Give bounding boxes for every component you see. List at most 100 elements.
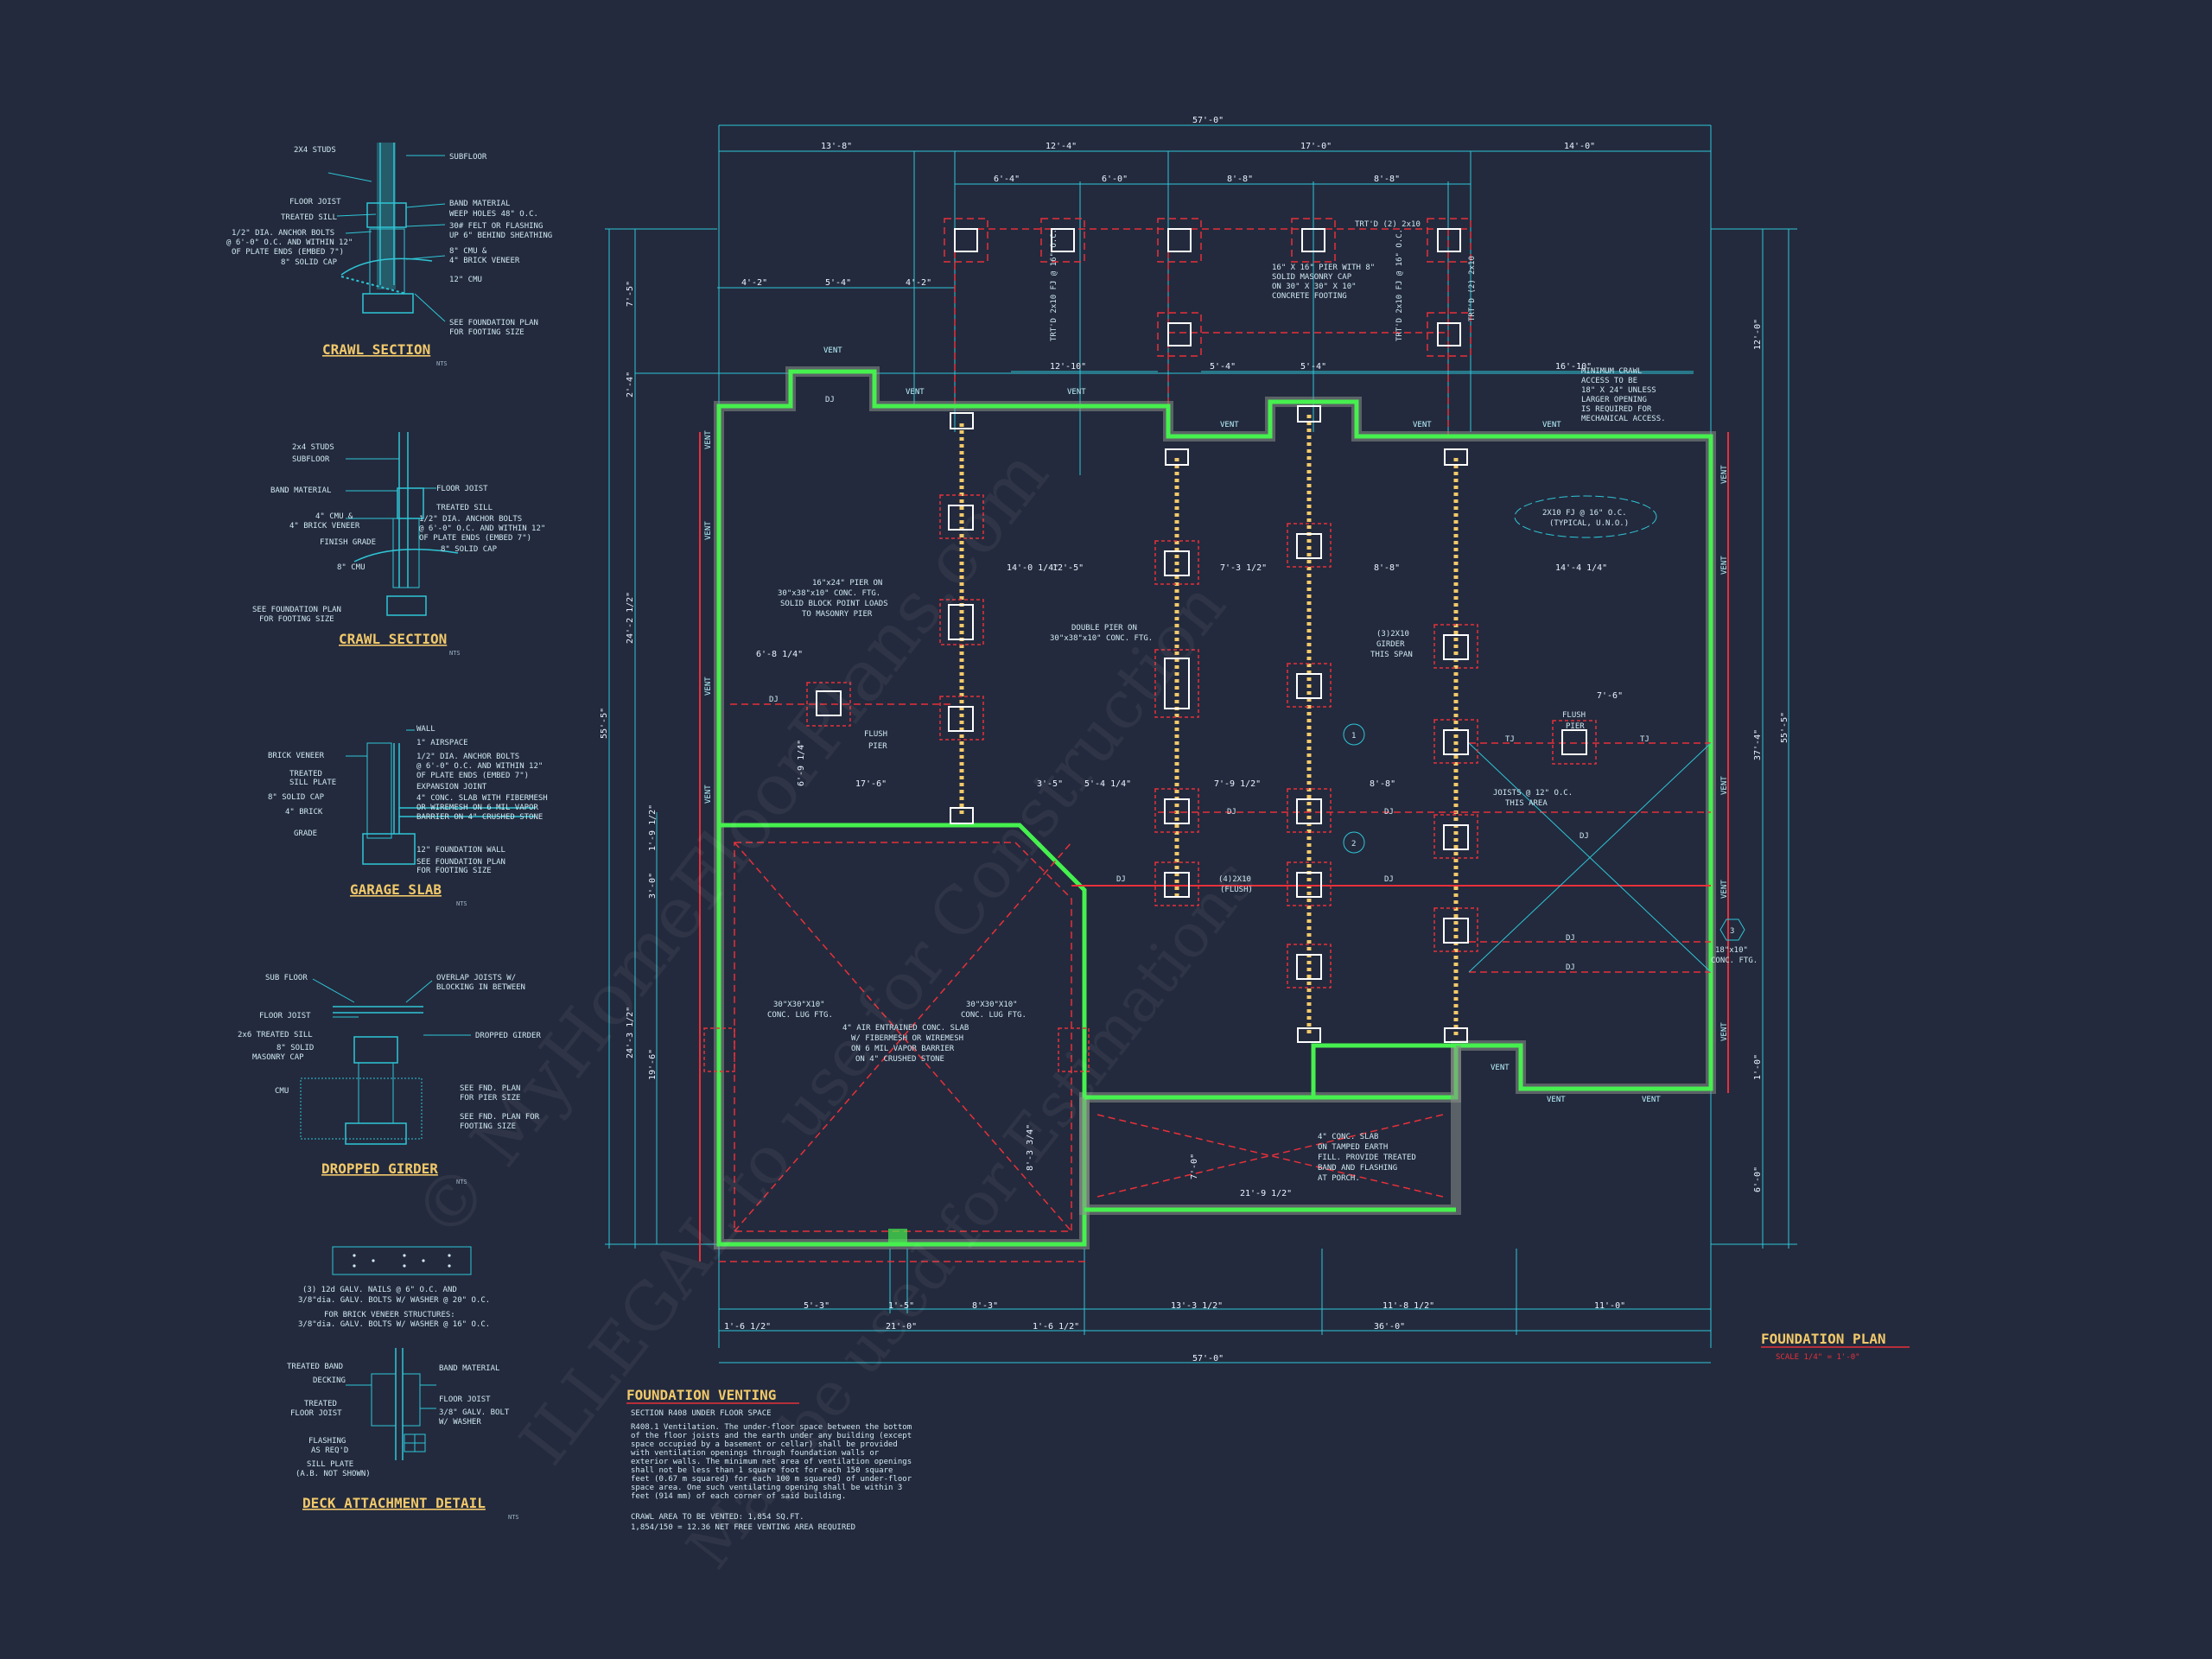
label: SEE FND. PLAN FOR [460, 1113, 540, 1122]
note-porch-slab: BAND AND FLASHING [1318, 1164, 1397, 1173]
label: (3) 12d GALV. NAILS @ 6" O.C. AND [302, 1286, 457, 1294]
dim-upper-row: 4'-2" [906, 278, 931, 288]
label: BAND MATERIAL [439, 1364, 499, 1373]
nts-label: NTS [508, 1514, 519, 1521]
dim-upper-row: 4'-2" [741, 278, 767, 288]
dim-bottom-row2: 1'-6 1/2" [724, 1322, 771, 1332]
nts-label: NTS [436, 360, 448, 367]
vent-label: VENT [823, 346, 842, 355]
dim-left-vertical: 24'-2 1/2" [626, 592, 635, 644]
dim-top-piers: 8'-8" [1227, 175, 1253, 184]
dim-interior: 6'-8 1/4" [756, 650, 803, 659]
tj-label: TJ [1505, 735, 1515, 744]
vent-label: VENT [1067, 388, 1086, 397]
venting-body: shall not be less than 1 square foot for… [631, 1466, 893, 1475]
dim-left-vertical: 3'-0" [648, 873, 658, 899]
dim-interior: 14'-4 1/4" [1555, 563, 1607, 573]
note-pier-16x24: TO MASONRY PIER [802, 610, 873, 619]
marker-3: 3 [1719, 918, 1745, 941]
vent-label: VENT [1542, 421, 1561, 429]
label: WALL [416, 725, 435, 734]
dim-top-piers: 8'-8" [1374, 175, 1400, 184]
note-trtd-top: TRT'D (2) 2x10 [1355, 220, 1421, 229]
pier [1291, 218, 1336, 263]
vent-label: VENT [704, 677, 713, 696]
venting-body: feet (0.67 m squared) for each 100 m squ… [631, 1475, 912, 1484]
label: 8" SOLID CAP [268, 793, 325, 802]
vent-label: VENT [1413, 421, 1432, 429]
plan-title-block: FOUNDATION PLAN SCALE 1/4" = 1'-0" [1761, 1331, 1910, 1362]
dj-label: DJ [1384, 875, 1394, 884]
dim-bottom-row1: 11'-8 1/2" [1382, 1301, 1434, 1311]
pier [1427, 218, 1471, 263]
dim-left-vertical: 7'-5" [626, 281, 635, 307]
vent-label: VENT [1547, 1096, 1566, 1104]
dj-label: DJ [1227, 808, 1236, 817]
dim-interior: 17'-6" [855, 779, 887, 789]
vent-label: VENT [1491, 1064, 1510, 1072]
note-crawl-access: LARGER OPENING [1581, 396, 1647, 404]
note-porch-slab: ON TAMPED EARTH [1318, 1143, 1388, 1152]
detail-title: DECK ATTACHMENT DETAIL [302, 1495, 486, 1511]
note-pier-16x24: SOLID BLOCK POINT LOADS [780, 600, 888, 608]
note-porch-slab: 4" CONC. SLAB [1318, 1133, 1378, 1141]
dim-left-vertical: 2'-4" [626, 372, 635, 397]
dim-interior: 14'-0 1/4" [1007, 563, 1058, 573]
dimension-texts: 57'-0" 13'-8" 12'-4" 17'-0" 14'-0" 6'-4"… [600, 116, 1789, 1363]
dim-interior: 5'-4 1/4" [1084, 779, 1131, 789]
dim-interior: 8'-3 3/4" [1026, 1124, 1035, 1171]
venting-body: R408.1 Ventilation. The under-floor spac… [631, 1423, 912, 1432]
dj-label: DJ [1384, 808, 1394, 817]
label: 12" CMU [449, 276, 482, 284]
label: TREATED [289, 770, 322, 779]
dim-right-vertical: 1'-0" [1753, 1054, 1763, 1080]
foundation-venting-notes: FOUNDATION VENTING SECTION R408 UNDER FL… [626, 1387, 912, 1532]
label: BARRIER ON 4" CRUSHED STONE [416, 813, 543, 822]
note-joists: THIS AREA [1505, 799, 1548, 808]
note-crawl-access: 18" X 24" UNLESS [1581, 386, 1656, 395]
vent-label: VENT [1720, 556, 1729, 575]
note-garage-lug-r: CONC. LUG FTG. [961, 1011, 1027, 1020]
note-garage-lug-l: 30"X30"X10" [773, 1001, 825, 1009]
label: DROPPED GIRDER [475, 1032, 541, 1040]
dim-interior: 3'-5" [1037, 779, 1063, 789]
detail-crawl-section-2: 2x4 STUDS SUBFLOOR BAND MATERIAL FLOOR J… [252, 432, 545, 657]
label: WEEP HOLES 48" O.C. [449, 210, 538, 219]
dj-label: DJ [1566, 963, 1575, 972]
label: FOR PIER SIZE [460, 1094, 520, 1103]
note-flush-pier: PIER [868, 742, 887, 751]
dim-mid: 5'-4" [1210, 362, 1236, 372]
nts-label: NTS [449, 650, 461, 657]
label: SUBFLOOR [449, 153, 487, 162]
dim-bottom-row1: 5'-3" [804, 1301, 830, 1311]
marker-label: 2 [1351, 840, 1356, 849]
note-girder: (3)2X10 [1376, 630, 1409, 639]
note-porch-slab: FILL. PROVIDE TREATED [1318, 1154, 1416, 1162]
note-trtd-v3: TRT'D (2) 2x10 [1468, 256, 1477, 321]
venting-body: space area. One such ventilating opening… [631, 1484, 902, 1492]
label: BLOCKING IN BETWEEN [436, 983, 525, 992]
dim-left-vertical: 1'-9 1/2" [648, 804, 658, 851]
detail-crawl-section-1: 2X4 STUDS SUBFLOOR FLOOR JOIST TREATED S… [226, 143, 552, 367]
label: EXPANSION JOINT [416, 783, 487, 791]
venting-body: of the floor joists and the earth under … [631, 1432, 912, 1440]
dim-interior: 8'-8" [1374, 563, 1400, 573]
note-ftg-18: CONC. FTG. [1711, 957, 1758, 965]
label: 4" CMU & [315, 512, 353, 521]
dim-right-overall: 55'-5" [1780, 712, 1789, 743]
label: OF PLATE ENDS (EMBED 7") [416, 772, 529, 780]
note-girder: THIS SPAN [1370, 651, 1413, 659]
note-double-pier: 30"x38"x10" CONC. FTG. [1050, 634, 1153, 643]
label: W/ WASHER [439, 1418, 481, 1427]
pier [1040, 218, 1085, 263]
label: FOOTING SIZE [460, 1122, 516, 1131]
tj-label: TJ [1640, 735, 1649, 744]
label: OF PLATE ENDS (EMBED 7") [419, 534, 531, 543]
dim-interior: 7'-9 1/2" [1214, 779, 1261, 789]
label: FLASHING [308, 1437, 346, 1446]
dim-interior: 12'-5" [1052, 563, 1084, 573]
label: @ 6'-0" O.C. AND WITHIN 12" [416, 762, 543, 771]
dimension-lines [605, 124, 1797, 1363]
note-garage-slab: 4" AIR ENTRAINED CONC. SLAB [842, 1024, 969, 1033]
nts-label: NTS [456, 1179, 467, 1185]
